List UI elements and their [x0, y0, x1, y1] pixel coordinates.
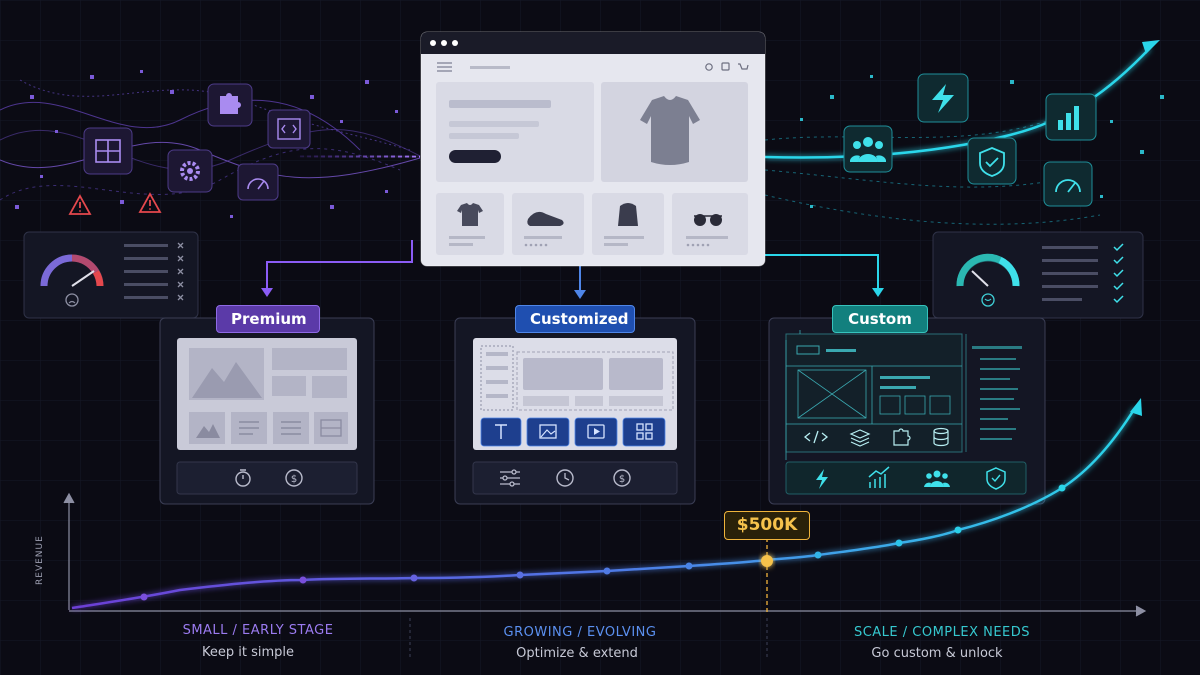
storefront-window: [420, 31, 766, 267]
milestone-badge: $500K: [724, 511, 810, 540]
gauge-icon: [237, 163, 279, 201]
shield-icon: [967, 137, 1017, 185]
revenue-growth-curve: [71, 407, 1137, 610]
warning-icon: [138, 192, 162, 213]
tier-label-customized: Customized: [515, 305, 635, 333]
puzzle-icon: [893, 428, 911, 446]
growth-arrowhead-bottom: [1130, 398, 1142, 416]
lightning-icon: [917, 73, 969, 123]
growth-chart-icon: [868, 466, 890, 488]
tier-label-premium: Premium: [216, 305, 320, 333]
stage-subtitle-growing: Optimize & extend: [516, 646, 638, 661]
connector-custom: [765, 254, 879, 290]
layers-icon: [849, 429, 871, 447]
code-icon: [267, 109, 311, 149]
cart-icon: [738, 63, 749, 70]
custom-card: [768, 317, 1046, 505]
code-icon: [803, 430, 829, 444]
gear-icon: [167, 149, 213, 193]
layout-icon: [83, 127, 133, 175]
warning-icon: [68, 194, 92, 215]
tier-label-custom: Custom: [832, 305, 928, 333]
team-icon: [843, 125, 893, 173]
growth-arrowhead-top: [1142, 40, 1160, 54]
shield-icon: [986, 467, 1006, 490]
left-main-flow: [299, 154, 421, 159]
stage-subtitle-early: Keep it simple: [201, 645, 294, 660]
stage-dividers: [409, 618, 768, 660]
gauge-icon: [1043, 161, 1093, 207]
revenue-axis: [63, 492, 1147, 617]
svg-text:$: $: [291, 474, 297, 485]
revenue-axis-label: REVENUE: [35, 535, 45, 585]
puzzle-icon: [207, 83, 253, 127]
stage-subtitle-scale: Go custom & unlock: [871, 646, 1003, 661]
premium-card: $: [159, 317, 375, 505]
customized-card: $: [454, 317, 696, 505]
stage-title-growing: GROWING / EVOLVING: [503, 625, 657, 640]
timer-icon: [235, 471, 251, 487]
status-panel-good: [932, 231, 1144, 319]
revenue-points: [140, 484, 1066, 601]
database-icon: [933, 427, 949, 447]
account-icon: [721, 62, 730, 71]
left-particles: [15, 70, 398, 218]
search-icon: [705, 63, 713, 71]
dollar-icon: [285, 469, 303, 487]
lightning-icon: [816, 469, 828, 489]
status-panel-bad: [23, 231, 199, 319]
stage-title-early: SMALL / EARLY STAGE: [182, 623, 334, 638]
team-icon: [924, 470, 950, 487]
svg-text:$: $: [619, 474, 625, 485]
stage-title-scale: SCALE / COMPLEX NEEDS: [853, 625, 1031, 640]
bar-chart-icon: [1045, 93, 1097, 141]
dollar-icon: [613, 469, 631, 487]
right-particles: [800, 75, 1164, 208]
milestone-point: [761, 555, 773, 567]
clock-icon: [556, 469, 574, 487]
right-data-flows: [764, 119, 1101, 225]
connector-premium: [266, 240, 413, 290]
